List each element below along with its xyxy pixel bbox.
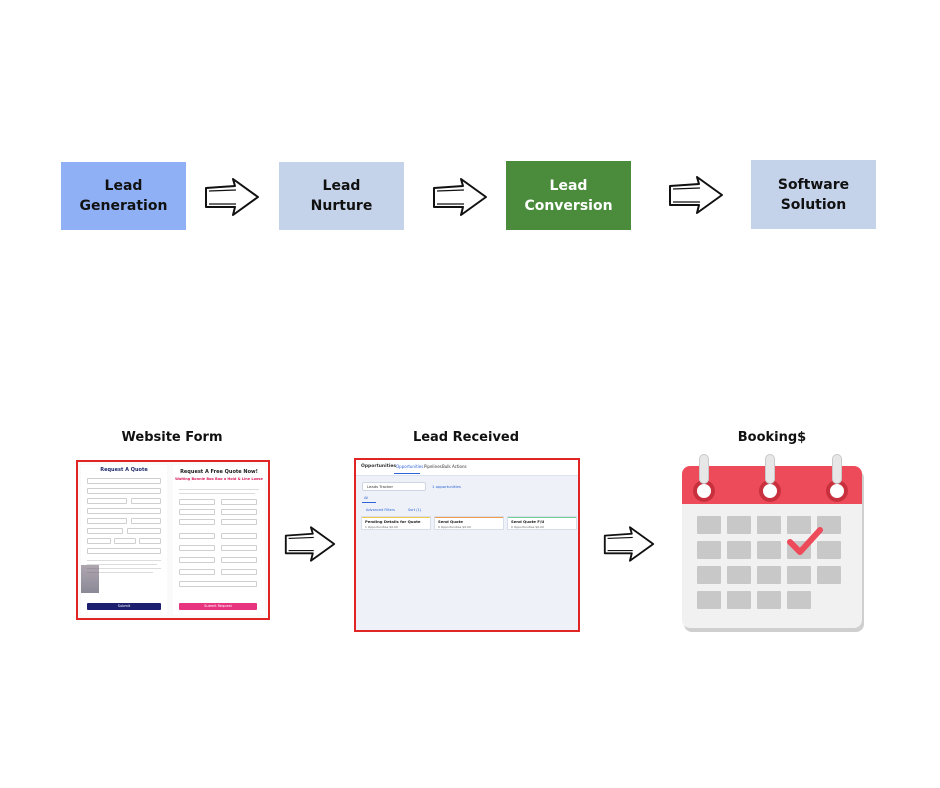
stage-lead-nurture: Lead Nurture	[279, 162, 404, 230]
pipeline-column[interactable]: Send Quote F/U 0 Opportunities $0.00	[507, 516, 577, 530]
tab-opportunities[interactable]: Opportunities	[396, 464, 424, 469]
checkmark-icon	[787, 527, 823, 555]
arrow-right-icon	[283, 524, 337, 564]
arrow-right-icon	[431, 176, 489, 218]
opportunities-count-link[interactable]: 1 opportunities	[432, 484, 461, 489]
tab-pipelines[interactable]: Pipelines	[424, 464, 442, 469]
tab-bulk-actions[interactable]: Bulk Actions	[442, 464, 467, 469]
stage-software-solution-label: Software Solution	[777, 176, 850, 213]
pipeline-column[interactable]: Send Quote 0 Opportunities $0.00	[434, 516, 504, 530]
lead-received-caption: Lead Received	[412, 430, 520, 445]
stage-lead-generation: Lead Generation	[61, 162, 186, 230]
stage-lead-conversion-label: Lead Conversion	[524, 177, 613, 214]
pipeline-column-title: Pending Details for Quote	[365, 518, 421, 524]
pipeline-column-title: Send Quote	[438, 518, 463, 524]
photo-thumbnail	[81, 565, 99, 593]
quote-form-panel: Request A Quote Submit	[81, 465, 167, 615]
pipeline-select[interactable]: Leads Tracker	[362, 482, 426, 491]
booking-caption: Booking$	[737, 430, 807, 445]
stage-lead-conversion: Lead Conversion	[506, 161, 631, 230]
opportunities-heading: Opportunities	[361, 464, 397, 469]
stage-software-solution: Software Solution	[751, 160, 876, 229]
quote-form-title: Request A Quote	[100, 467, 148, 473]
sort-button[interactable]: Sort (1)	[408, 508, 422, 512]
pipeline-select-value: Leads Tracker	[367, 484, 394, 489]
pipeline-column[interactable]: Pending Details for Quote 1 Opportunitie…	[361, 516, 431, 530]
filter-all[interactable]: All	[364, 496, 369, 500]
pipeline-column-meta: 0 Opportunities $0.00	[511, 525, 544, 529]
advanced-filters-button[interactable]: Advanced Filters	[366, 508, 395, 512]
free-quote-subtitle: Waiting Bonnie Boo Boo a Hold & Line Loo…	[175, 477, 263, 481]
free-quote-submit-button[interactable]: Submit Request	[179, 603, 257, 610]
free-quote-title: Request A Free Quote Now!	[180, 469, 258, 475]
arrow-right-icon	[602, 524, 656, 564]
website-form-caption: Website Form	[121, 430, 223, 445]
free-quote-panel: Request A Free Quote Now! Waiting Bonnie…	[173, 465, 265, 615]
arrow-right-icon	[667, 174, 725, 216]
form-submit-button[interactable]: Submit	[87, 603, 161, 610]
calendar-icon	[682, 454, 864, 632]
stage-lead-nurture-label: Lead Nurture	[310, 178, 373, 214]
lead-received-screenshot: Opportunities Opportunities Pipelines Bu…	[354, 458, 580, 632]
website-form-screenshot: Request A Quote Submit Request A Free Qu…	[76, 460, 270, 620]
pipeline-column-meta: 0 Opportunities $0.00	[438, 525, 471, 529]
arrow-right-icon	[203, 176, 261, 218]
opportunities-top-bar: Opportunities Opportunities Pipelines Bu…	[356, 460, 578, 476]
pipeline-column-title: Send Quote F/U	[511, 518, 545, 524]
stage-lead-generation-label: Lead Generation	[79, 178, 168, 214]
pipeline-column-meta: 1 Opportunities $0.00	[365, 525, 398, 529]
